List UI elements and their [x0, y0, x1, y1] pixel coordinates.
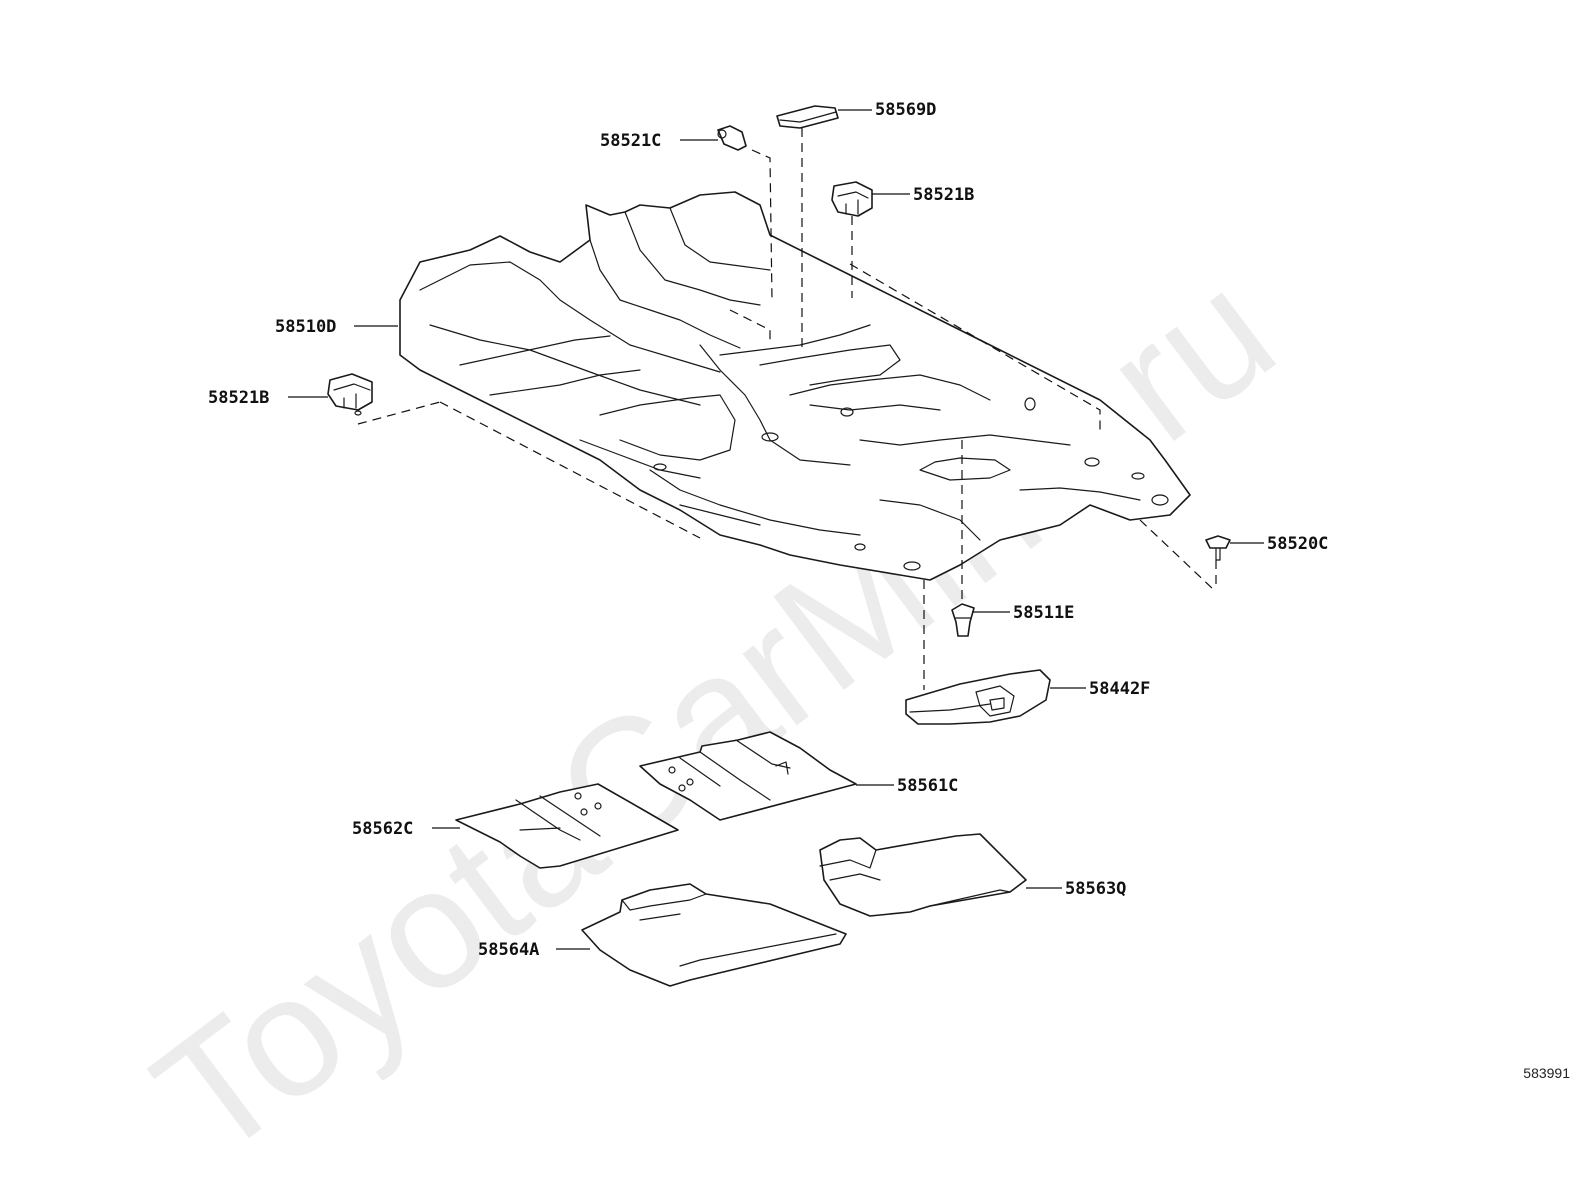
clip-58511E-shape[interactable] — [951, 603, 975, 637]
callout-58520C[interactable]: 58520C — [1267, 534, 1329, 554]
callout-58564A[interactable]: 58564A — [478, 940, 540, 960]
callout-58521B-left[interactable]: 58521B — [208, 388, 270, 408]
clip-58521C-shape[interactable] — [717, 125, 747, 151]
callout-58569D[interactable]: 58569D — [875, 100, 937, 120]
callout-58561C[interactable]: 58561C — [897, 776, 959, 796]
clip-58521B-left-shape[interactable] — [327, 373, 373, 416]
callout-58511E[interactable]: 58511E — [1013, 603, 1075, 623]
diagram-reference-number: 583991 — [1523, 1065, 1570, 1081]
callout-58563Q[interactable]: 58563Q — [1065, 879, 1127, 899]
floor-carpet-assembly[interactable] — [399, 191, 1191, 581]
callout-58562C[interactable]: 58562C — [352, 819, 414, 839]
leader-lines — [288, 109, 1264, 950]
callout-58510D[interactable]: 58510D — [275, 317, 337, 337]
clip-58521B-top-shape[interactable] — [831, 181, 873, 217]
mat-58561C-shape[interactable] — [639, 731, 857, 821]
callout-58521B-top[interactable]: 58521B — [913, 185, 975, 205]
cover-58569D-shape[interactable] — [776, 105, 839, 129]
mat-58564A-shape[interactable] — [581, 883, 847, 987]
pad-58442F-shape[interactable] — [905, 669, 1051, 725]
clip-58520C-shape[interactable] — [1205, 535, 1231, 561]
mat-58563Q-shape[interactable] — [819, 833, 1027, 917]
parts-diagram — [288, 105, 1264, 987]
mat-58562C-shape[interactable] — [455, 783, 679, 869]
callout-58521C[interactable]: 58521C — [600, 131, 662, 151]
installation-guide-lines — [357, 128, 1217, 690]
callout-58442F[interactable]: 58442F — [1089, 679, 1151, 699]
